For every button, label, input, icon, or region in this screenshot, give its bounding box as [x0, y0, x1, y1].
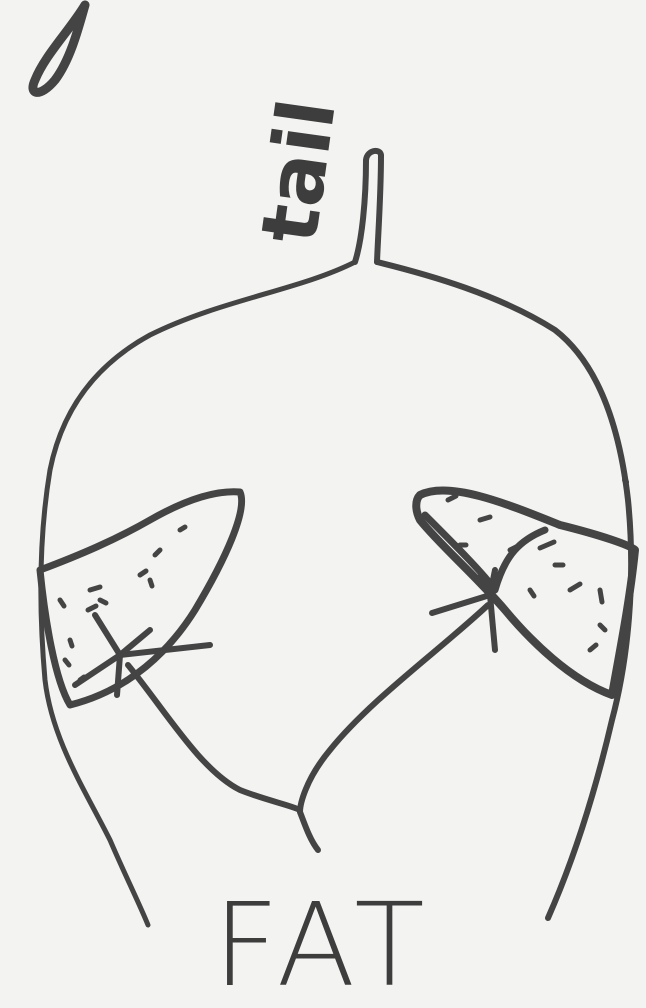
left-connector — [128, 665, 300, 810]
top-left-stroke — [33, 5, 85, 92]
tail — [355, 151, 381, 262]
left-shaded-region — [40, 492, 242, 705]
tail-label: tail — [245, 94, 354, 249]
center-line — [300, 812, 318, 850]
right-inner-ridge — [425, 515, 545, 590]
right-connector — [300, 605, 488, 812]
fat-label: FAT — [213, 879, 433, 1008]
svg-text:tail: tail — [245, 94, 354, 249]
body-outline-right — [377, 262, 631, 918]
small-dot — [625, 480, 626, 482]
